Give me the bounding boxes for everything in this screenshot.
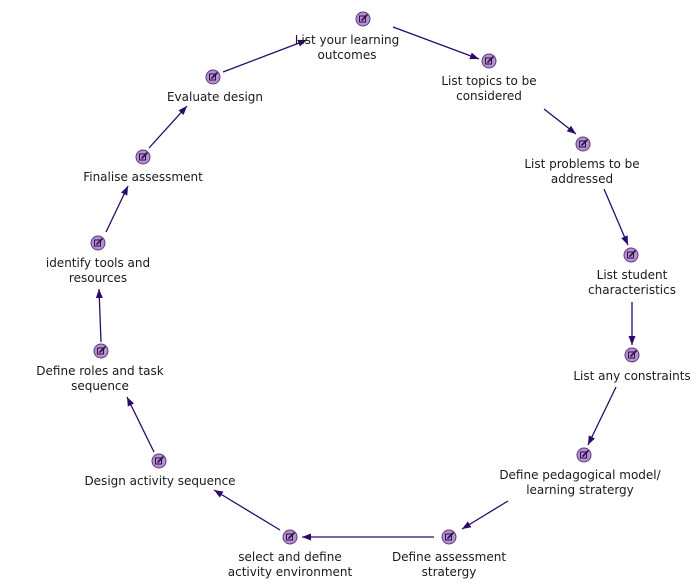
edge-problems-to-students [603,188,629,246]
edge-roles-to-tools [95,288,103,343]
node-label-line: considered [456,89,522,103]
edit-node-icon[interactable] [355,11,371,27]
node-label: Define pedagogical model/learning strate… [499,468,661,497]
edit-node-icon[interactable] [205,69,221,85]
node-label: Finalise assessment [83,170,203,184]
node-label: List any constraints [573,369,690,383]
node-label-line: Define pedagogical model/ [499,468,661,482]
edit-node-icon[interactable] [282,529,298,545]
edge-topics-to-problems [543,108,577,135]
node-pedagogy: Define pedagogical model/learning strate… [499,447,662,497]
edit-node-icon[interactable] [623,247,639,263]
node-label-line: Finalise assessment [83,170,203,184]
node-evaluate: Evaluate design [167,69,263,104]
edges [95,26,636,541]
node-sequence: Design activity sequence [84,453,236,488]
edge-sequence-to-roles [126,396,155,453]
edge-tools-to-finalise [105,185,129,233]
node-label-line: characteristics [588,283,676,297]
edge-outcomes-to-topics [392,26,480,60]
node-label-line: outcomes [318,48,377,62]
node-label-line: learning stratergy [526,483,634,497]
node-label-line: List student [597,268,668,282]
edge-environment-to-sequence [213,489,281,531]
edge-finalise-to-evaluate [148,105,188,149]
node-label-line: addressed [551,172,613,186]
edge-constraints-to-pedagogy [587,386,617,446]
node-label-line: Define assessment [392,550,506,564]
node-label: Design activity sequence [84,474,235,488]
node-label-line: identify tools and [46,256,150,270]
node-label-line: List your learning [295,33,400,47]
edit-node-icon[interactable] [481,53,497,69]
edge-evaluate-to-outcomes [222,39,308,73]
node-label-line: sequence [71,379,129,393]
node-constraints: List any constraints [573,347,691,383]
edit-node-icon[interactable] [93,343,109,359]
node-label-line: List topics to be [441,74,536,88]
edit-node-icon[interactable] [624,347,640,363]
edge-pedagogy-to-assessment [461,500,509,530]
node-label-line: activity environment [228,565,353,579]
node-label-line: List any constraints [573,369,690,383]
edit-node-icon[interactable] [576,447,592,463]
edit-node-icon[interactable] [151,453,167,469]
edit-node-icon[interactable] [441,529,457,545]
node-label-line: select and define [238,550,341,564]
edit-node-icon[interactable] [575,136,591,152]
node-label-line: stratergy [422,565,477,579]
node-finalise: Finalise assessment [83,149,203,184]
node-label-line: resources [69,271,127,285]
node-label-line: Evaluate design [167,90,263,104]
edit-node-icon[interactable] [90,235,106,251]
edit-node-icon[interactable] [135,149,151,165]
node-label-line: Design activity sequence [84,474,235,488]
node-label: Evaluate design [167,90,263,104]
node-label-line: List problems to be [524,157,639,171]
node-label-line: Define roles and task [36,364,163,378]
